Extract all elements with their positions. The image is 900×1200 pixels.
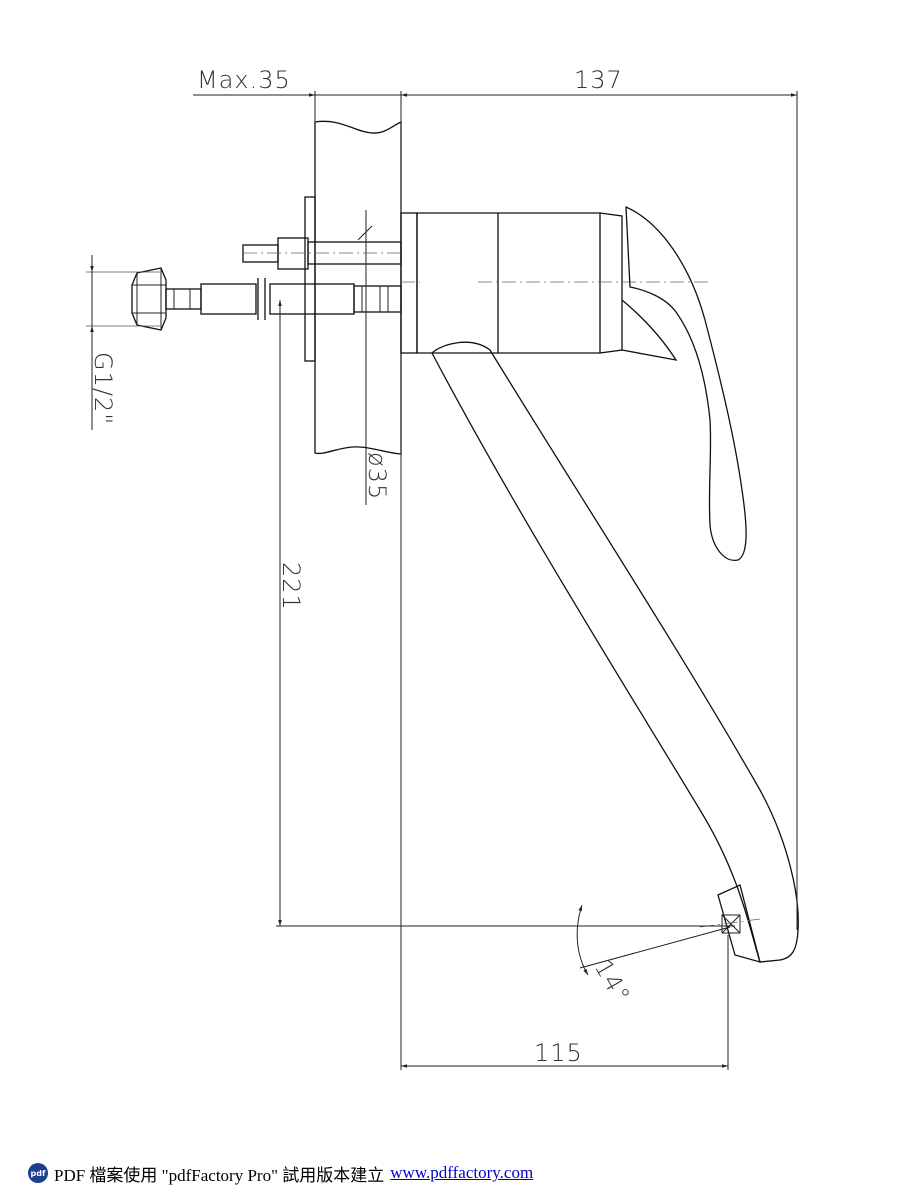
spout-reach-label: 115 <box>534 1039 583 1067</box>
footer-text: PDF 檔案使用 "pdfFactory Pro" 試用版本建立 <box>54 1165 385 1185</box>
technical-drawing: Max.35 137 G1/2" ø35 221 14° 115 <box>86 66 799 1070</box>
faucet-body <box>400 212 710 354</box>
max-depth-label: Max.35 <box>197 66 291 94</box>
supply-hose <box>131 267 402 331</box>
fixing-rod <box>242 237 402 270</box>
dimension-labels: Max.35 137 G1/2" ø35 221 14° 115 <box>89 66 636 1067</box>
lever-handle <box>621 205 747 561</box>
wall-section <box>304 91 402 1070</box>
pdf-footer: pdf PDF 檔案使用 "pdfFactory Pro" 試用版本建立 www… <box>28 1161 533 1185</box>
length-top-label: 137 <box>574 66 623 94</box>
pdf-logo-icon: pdf <box>28 1163 48 1183</box>
thread-label: G1/2" <box>89 352 117 425</box>
angle-label: 14° <box>589 955 636 1008</box>
dimension-lines <box>86 91 798 1070</box>
diameter-label: ø35 <box>363 452 391 500</box>
spout <box>431 341 799 963</box>
footer-link[interactable]: www.pdffactory.com <box>390 1163 534 1182</box>
height-label: 221 <box>277 562 305 611</box>
